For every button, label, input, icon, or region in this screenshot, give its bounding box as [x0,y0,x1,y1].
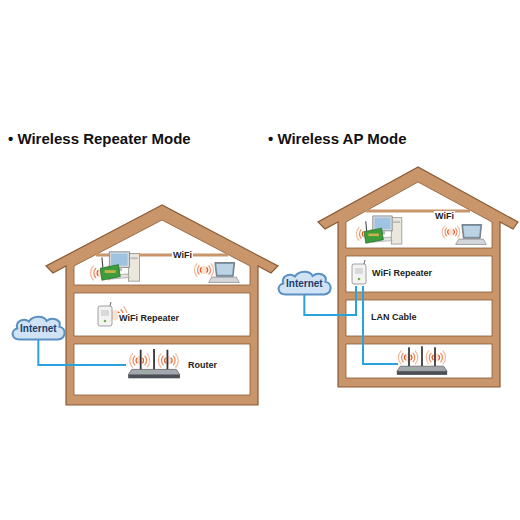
node-text: WiFi Repeater [371,268,433,278]
lan-cable [363,286,398,364]
mode-title: • Wireless Repeater Mode [8,130,191,147]
internet-cloud: Internet [12,317,65,340]
router-device: Router [126,348,218,382]
node-text: Internet [286,278,323,289]
pc-icon [364,216,402,244]
repeater-icon [350,260,368,286]
device-label: WiFi [172,250,193,260]
router-icon [397,346,447,375]
pc-icon [100,252,139,281]
wifi-waves [442,226,460,238]
device-label: LAN Cable [370,312,418,322]
mode-title: • Wireless AP Mode [268,130,407,147]
internet-cable [38,340,126,365]
repeater-icon [98,302,112,326]
node-text: Internet [20,323,57,334]
laptop-icon [456,225,487,245]
house-left [46,205,278,405]
internet-cloud: Internet [278,272,331,295]
repeater-device: WiFi Repeater [350,260,433,286]
house-right [318,167,518,387]
router-icon [126,348,184,382]
node-text: Router [187,360,218,370]
device-label: WiFi Repeater [118,313,180,323]
device-label: WiFi [434,211,455,221]
laptop-icon [209,263,240,283]
wifi-waves [194,263,213,277]
